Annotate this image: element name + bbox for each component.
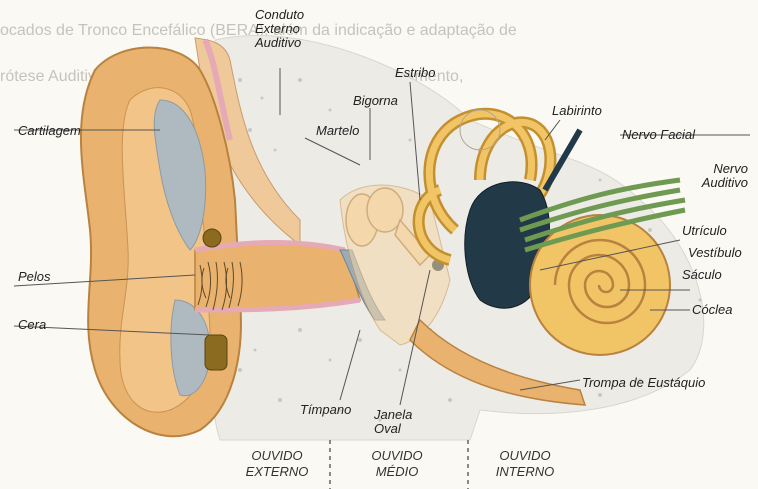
wax-plug [205,335,227,370]
wax-blob [203,229,221,247]
label-timpano: Tímpano [300,403,351,417]
label-martelo: Martelo [316,124,359,138]
cochlea [530,215,670,355]
ear-canal [195,243,360,311]
label-saculo: Sáculo [682,268,722,282]
label-trompa-de-eustaquio: Trompa de Eustáquio [582,376,705,390]
label-estribo: Estribo [395,66,435,80]
label-labirinto: Labirinto [552,104,602,118]
label-cartilagem: Cartilagem [18,124,81,138]
label-utriculo: Utrículo [682,224,727,238]
label-pelos: Pelos [18,270,51,284]
label-cera: Cera [18,318,46,332]
label-vestibulo: Vestíbulo [688,246,742,260]
label-bigorna: Bigorna [353,94,398,108]
label-coclea: Cóclea [692,303,732,317]
label-nervo-facial: Nervo Facial [622,128,695,142]
